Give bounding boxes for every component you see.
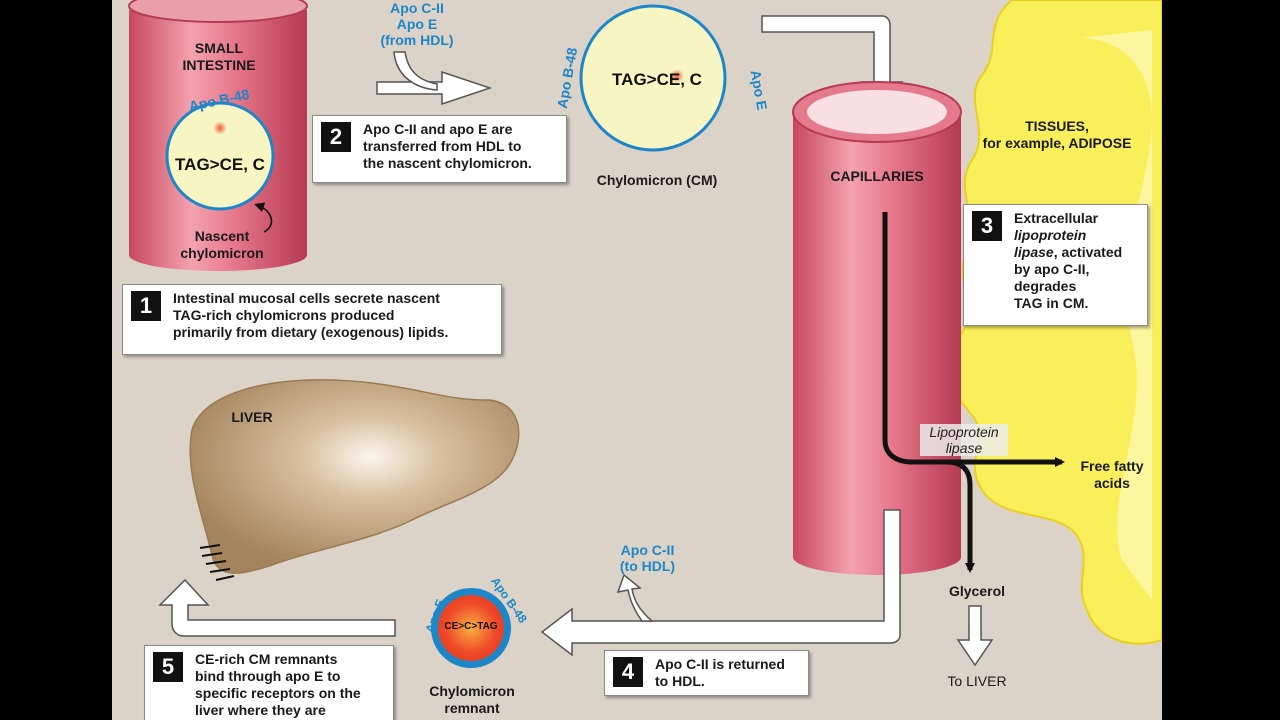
remnant-core [438, 595, 504, 661]
glycerol-pathway-line [946, 459, 975, 573]
step-3-number: 3 [972, 211, 1002, 241]
lpl-pathway-line [882, 212, 1065, 467]
step-3-text: Extracellular lipoprotein lipase, activa… [1014, 210, 1123, 311]
liver-receptors [199, 544, 235, 581]
apo-from-hdl-label: Apo C-II Apo E (from HDL) [380, 0, 454, 48]
arrow-return-from-capillary [540, 509, 901, 657]
tissues-label: TISSUES, for example, ADIPOSE [982, 118, 1132, 151]
capillary-bottom [793, 539, 961, 575]
small-intestine-top [128, 0, 308, 23]
chylomicron-remnant-label: Chylomicron remnant [429, 683, 515, 716]
step-5-number: 5 [153, 652, 183, 682]
to-liver-label: To LIVER [947, 673, 1007, 689]
small-intestine-label: SMALL INTESTINE [182, 40, 256, 73]
step-4-number: 4 [613, 657, 643, 687]
nascent-core-dot [213, 121, 227, 135]
diagram-canvas: SMALL INTESTINE Apo B-48 TAG>CE, C Nasce… [112, 0, 1162, 720]
capillary-opening [807, 90, 947, 134]
lipoprotein-lipase-label: Lipoprotein lipase [920, 424, 1008, 456]
free-fatty-acids-label: Free fatty acids [1080, 458, 1144, 491]
step-1-box: 1 Intestinal mucosal cells secrete nasce… [122, 284, 502, 355]
cm-core-dot [670, 69, 684, 83]
diagram-graphics [128, 0, 1162, 668]
apo-cii-to-hdl-label: Apo C-II (to HDL) [619, 542, 676, 574]
remnant-contents-label: CE>C>TAG [444, 621, 498, 632]
cm-contents-label: TAG>CE, C [612, 70, 702, 89]
capillary-body [793, 112, 961, 557]
nascent-pointer-arrow [254, 202, 273, 233]
step-1-text: Intestinal mucosal cells secrete nascent… [173, 290, 449, 340]
arrow-remnant-to-liver [158, 578, 396, 637]
glycerol-label: Glycerol [948, 583, 1006, 599]
capillaries-label: CAPILLARIES [830, 168, 924, 184]
arrow-from-hdl-curve [393, 51, 438, 91]
step-1-number: 1 [131, 291, 161, 321]
step-3-box: 3 Extracellular lipoprotein lipase, acti… [963, 204, 1148, 326]
arrow-apo-to-hdl [616, 573, 655, 622]
arrow-to-liver-down [956, 605, 994, 667]
liver-label: LIVER [231, 409, 273, 425]
adipose-highlight [1062, 30, 1152, 600]
chylomicron-label: Chylomicron (CM) [596, 172, 718, 188]
chylomicron-circle [579, 4, 727, 152]
step-2-number: 2 [321, 122, 351, 152]
small-intestine-bottom [129, 239, 307, 271]
nascent-chylomicron-circle [165, 101, 275, 211]
nascent-chylomicron-label: Nascent chylomicron [180, 228, 264, 261]
nascent-contents-label: TAG>CE, C [175, 155, 265, 174]
